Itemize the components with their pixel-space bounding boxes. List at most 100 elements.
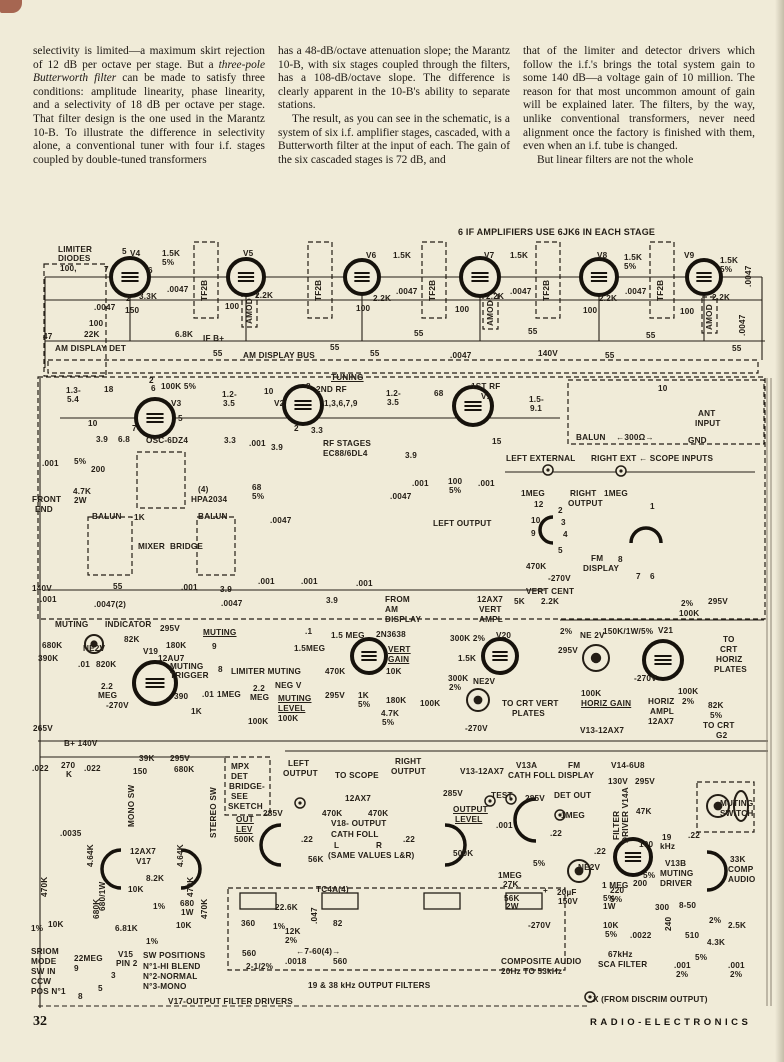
schematic-label: 2.5K <box>728 921 747 930</box>
schematic-label: 285V <box>443 789 463 798</box>
schematic-label: 5% <box>695 953 708 962</box>
schematic-label: MUTING <box>660 869 694 878</box>
schematic-label: 22.6K <box>275 903 298 912</box>
schematic-label: 1.5K <box>458 654 477 663</box>
schematic-label: 2.2K <box>712 293 731 302</box>
jack-center <box>619 469 623 473</box>
schematic-label: 1.2- <box>386 389 401 398</box>
schematic-label: TRIGGER <box>170 671 209 680</box>
schematic-label: 5% <box>162 258 175 267</box>
schematic-label: .022 <box>32 764 49 773</box>
article-column-3: that of the limiter and detector drivers… <box>523 45 755 167</box>
schematic-label: INPUT <box>695 419 721 428</box>
schematic-label: TF2B <box>314 279 323 301</box>
schematic-label: 100K <box>678 687 699 696</box>
schematic-label: .01 <box>78 660 90 669</box>
schematic-label: 5% <box>358 700 371 709</box>
schematic-label: 100K <box>248 717 269 726</box>
schematic-label: 68 <box>252 483 262 492</box>
resistor-oval <box>733 790 749 822</box>
schematic-label: 150V <box>558 897 578 906</box>
schematic-label: OUT <box>236 815 254 824</box>
schematic-label: LEVEL <box>278 704 306 713</box>
schematic-label: 130V <box>608 777 628 786</box>
schematic-label: 295V <box>635 777 655 786</box>
schematic-label: 33K <box>730 855 746 864</box>
schematic-label: 56K <box>308 855 324 864</box>
schematic-label: EC88/6DL4 <box>323 449 368 458</box>
schematic-label: 67kHz <box>608 950 633 959</box>
schematic-label: 100K <box>679 609 700 618</box>
schematic-label: 2.2K <box>373 294 392 303</box>
schematic-label: 1K <box>191 707 202 716</box>
component-box <box>321 892 359 910</box>
schematic-label: 4.64K <box>176 844 185 867</box>
schematic-label: BALUN <box>198 512 228 521</box>
schematic-label: .001 <box>42 459 59 468</box>
schematic-label: TC4A(4) <box>316 885 349 894</box>
schematic-label: V13A <box>516 761 538 770</box>
schematic-label: 820K <box>96 660 117 669</box>
schematic-label: 39K <box>139 754 155 763</box>
schematic-label: 1.5 MEG <box>331 631 365 640</box>
schematic-label: 55 <box>528 327 538 336</box>
schematic-label: 55 <box>732 344 742 353</box>
schematic-label: V17 <box>136 857 152 866</box>
schematic-label: 5% <box>603 894 616 903</box>
schematic-label: .22 <box>594 847 606 856</box>
schematic-label: 470K <box>40 876 49 897</box>
schematic-label: NE 2V <box>580 631 605 640</box>
schematic-label: V1 <box>481 392 492 401</box>
schematic-label: 295V <box>558 646 578 655</box>
schematic-label: V21 <box>658 626 674 635</box>
schematic-label: 100K <box>581 689 602 698</box>
schematic-label: .001 <box>40 595 57 604</box>
dashed-box <box>307 241 333 319</box>
schematic-label: 10K <box>603 921 619 930</box>
schematic-label: 2W <box>74 496 87 505</box>
dashed-box <box>136 451 186 509</box>
dashed-box <box>227 887 566 971</box>
schematic-label: 2% <box>730 970 743 979</box>
schematic-label: .0035 <box>60 829 82 838</box>
schematic-label: HORIZ <box>716 655 743 664</box>
schematic-label: N°3-MONO <box>143 982 187 991</box>
schematic-label: .047 <box>310 907 319 924</box>
schematic-label: BALUN <box>576 433 606 442</box>
schematic-label: LEV <box>236 825 253 834</box>
dashed-box <box>196 516 236 576</box>
schematic-label: 3.9 <box>326 596 338 605</box>
schematic-label: AM <box>385 605 399 614</box>
schematic-label: 55 <box>213 349 223 358</box>
schematic-label: 500K <box>234 835 255 844</box>
schematic-label: NE2V <box>473 677 496 686</box>
schematic-label: 1.5K <box>624 253 643 262</box>
schematic-label: .0047 <box>450 351 472 360</box>
schematic-label: V5 <box>243 249 254 258</box>
schematic-label: .01 <box>202 690 214 699</box>
dashed-box <box>421 241 447 319</box>
schematic-label: 2N3638 <box>376 630 406 639</box>
schematic-label: 3.9 <box>96 435 108 444</box>
schematic-label: 3 <box>561 518 566 527</box>
schematic-label: 5% <box>643 871 656 880</box>
schematic-label: 82K <box>708 701 724 710</box>
schematic-label: .22 <box>301 835 313 844</box>
schematic-label: 82 <box>333 919 343 928</box>
schematic-label: 500K <box>453 849 474 858</box>
schematic-label: 1MEG <box>561 811 586 820</box>
schematic-label: V18- OUTPUT <box>331 819 387 828</box>
schematic-label: 180K <box>386 696 407 705</box>
schematic-label: 82K <box>124 635 140 644</box>
schematic-label: 10K <box>386 667 402 676</box>
schematic-label: 4.3K <box>707 938 726 947</box>
tube-arc-symbol <box>538 515 554 545</box>
schematic-label: 5K <box>514 597 525 606</box>
schematic-label: 4 <box>563 530 568 539</box>
schematic-label: AMOD <box>705 304 714 330</box>
schematic-label: TUNING <box>331 373 364 382</box>
schematic-label: AUDIO <box>728 875 756 884</box>
schematic-label: 7 <box>636 572 641 581</box>
